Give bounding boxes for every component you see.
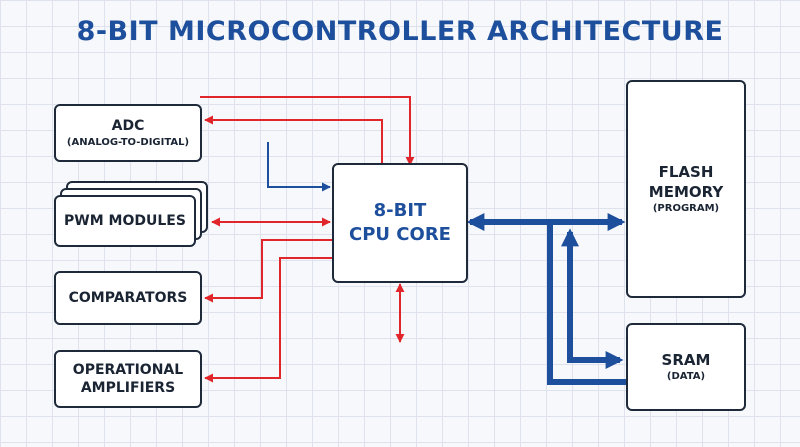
sram-block: SRAM (DATA) (626, 323, 746, 411)
flash-sublabel: (PROGRAM) (652, 203, 720, 214)
flash-label-line1: FLASH (658, 163, 714, 181)
cpu-to-adc-arrow (204, 115, 383, 163)
cpu-core-block: 8-BIT CPU CORE (332, 163, 468, 283)
diagram-title: 8-BIT MICROCONTROLLER ARCHITECTURE (76, 16, 724, 47)
cpu-label-line1: 8-BIT (373, 199, 427, 221)
adc-label: ADC (111, 118, 145, 135)
cpu-to-opamps-arrow (204, 257, 332, 383)
pwm-label: PWM MODULES (64, 212, 186, 229)
opamps-label-line1: OPERATIONAL (72, 361, 184, 378)
sram-label: SRAM (661, 350, 711, 369)
cpu-label-line2: CPU CORE (349, 224, 451, 245)
comparators-block: COMPARATORS (54, 271, 202, 325)
flash-memory-block: FLASH MEMORY (PROGRAM) (626, 80, 746, 298)
comparators-label: COMPARATORS (68, 289, 188, 306)
pwm-block: PWM MODULES (54, 195, 196, 247)
flash-label-line2: MEMORY (648, 182, 724, 201)
adc-sublabel: (ANALOG-TO-DIGITAL) (66, 136, 190, 148)
opamps-block: OPERATIONAL AMPLIFIERS (54, 350, 202, 408)
sram-sublabel: (DATA) (666, 371, 706, 383)
adc-to-cpu-arrow (200, 96, 415, 166)
sram-bus-outer (547, 222, 626, 385)
cpu-to-comparators-arrow (204, 239, 332, 303)
adc-block: ADC (ANALOG-TO-DIGITAL) (54, 104, 202, 162)
adc-data-arrow (267, 142, 331, 192)
opamps-label-line2: AMPLIFIERS (80, 380, 176, 396)
